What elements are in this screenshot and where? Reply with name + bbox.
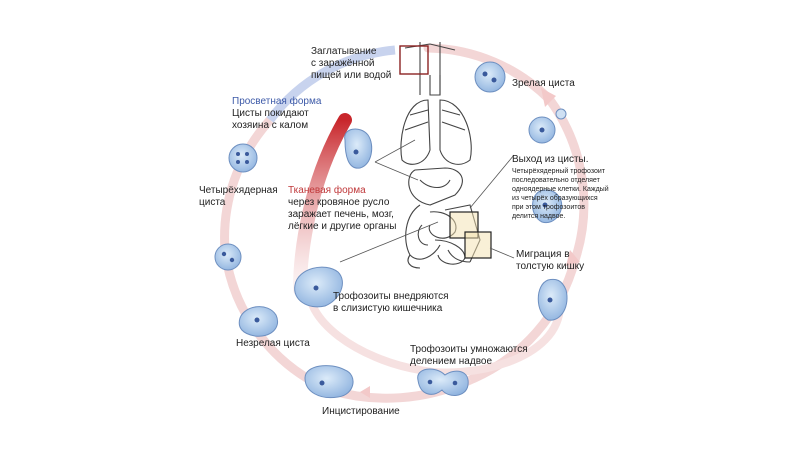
- label-tetra-cyst: Четырёхядерная циста: [199, 185, 280, 208]
- leader-lines: [339, 139, 515, 263]
- label-invade: Трофозоиты внедряются в слизистую кишечн…: [333, 290, 451, 314]
- label-excystation-title: Выход из цисты.: [512, 154, 589, 165]
- trophozoite-icon: [532, 189, 563, 224]
- trophozoite-icon: [294, 266, 343, 308]
- label-mature-cyst: Зрелая циста: [512, 78, 575, 89]
- cycle-arrow-icon: [566, 250, 580, 266]
- digestive-system-icon: [400, 42, 481, 269]
- trophozoite-icon: [238, 306, 278, 337]
- label-migration: Миграция в толстую кишку: [516, 249, 584, 272]
- label-immature-cyst: Незрелая циста: [236, 338, 310, 349]
- cycle-arrow-icon: [220, 116, 274, 251]
- label-lumen-title: Просветная форма: [232, 95, 322, 107]
- label-tissue-desc: через кровяное русло заражает печень, мо…: [288, 197, 397, 232]
- cycle-arrow-icon: [266, 45, 396, 123]
- cycle-arrow-icon: [541, 88, 556, 107]
- trophozoite-icon: [537, 278, 568, 321]
- label-excystation-desc: Четырёхядерный трофозоит последовательно…: [512, 167, 611, 220]
- cyst-icon: [474, 61, 506, 93]
- cycle-arrow-icon: [360, 386, 370, 398]
- cyst-icon: [214, 243, 242, 271]
- cyst-icon: [528, 108, 567, 144]
- trophozoite-icon: [344, 128, 373, 169]
- cells: [214, 61, 568, 399]
- label-tissue-title: Тканевая форма: [288, 184, 366, 196]
- trophozoite-icon: [304, 365, 354, 399]
- large-intestine-highlight-box: [464, 231, 492, 259]
- label-encystation: Инцистирование: [322, 406, 400, 417]
- label-lumen-desc: Цисты покидают хозяина с калом: [232, 108, 312, 131]
- trophozoite-icon: [417, 368, 469, 396]
- cycle-arrow-icon: [304, 279, 564, 377]
- label-ingestion: Заглатывание с заражённой пищей или водо…: [311, 46, 391, 81]
- label-multiply: Трофозоиты умножаются делением надвое: [410, 343, 530, 367]
- cyst-icon: [228, 143, 258, 173]
- ingestion-highlight-box: [399, 45, 429, 75]
